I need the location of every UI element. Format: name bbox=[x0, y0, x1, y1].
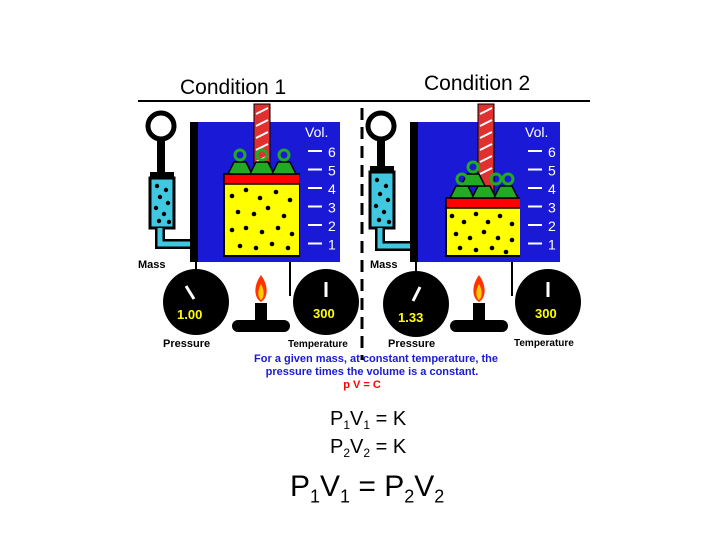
pressure-label-1: Pressure bbox=[163, 338, 210, 350]
mass-label-1: Mass bbox=[138, 259, 166, 271]
temperature-label-1: Temperature bbox=[288, 339, 348, 350]
scale-label: 2 bbox=[548, 218, 556, 234]
weight-2c bbox=[492, 185, 520, 199]
pressure-gauge-2 bbox=[383, 271, 449, 337]
pressure-value-2: 1.33 bbox=[398, 310, 423, 325]
pressure-gauge-1 bbox=[163, 269, 229, 335]
boyles-law-equation: P1V1 = P2V2 bbox=[290, 470, 445, 507]
scale-label: 5 bbox=[328, 163, 336, 179]
caption-formula: p V = C bbox=[343, 379, 381, 391]
pressure-value-1: 1.00 bbox=[177, 307, 202, 322]
temperature-value-1: 300 bbox=[313, 306, 335, 321]
scale-label: 1 bbox=[328, 237, 336, 253]
temperature-value-2: 300 bbox=[535, 306, 557, 321]
scale-label: 3 bbox=[328, 200, 336, 216]
burner-base-2 bbox=[450, 320, 508, 332]
burner-base-1 bbox=[232, 320, 290, 332]
vol-label-2: Vol. bbox=[525, 124, 548, 140]
temperature-gauge-2 bbox=[515, 269, 581, 335]
pressure-needle-1 bbox=[184, 285, 196, 300]
weight-1b bbox=[248, 161, 276, 175]
heading-underline bbox=[138, 100, 590, 102]
weight-2b bbox=[470, 185, 498, 199]
equation-condition-1: P1V1 = K bbox=[330, 408, 407, 433]
temperature-label-2: Temperature bbox=[514, 338, 574, 349]
gas-chamber-1 bbox=[223, 179, 301, 257]
scale-label: 2 bbox=[328, 218, 336, 234]
pressure-label-2: Pressure bbox=[388, 338, 435, 350]
weight-1c bbox=[270, 161, 298, 175]
temperature-gauge-1 bbox=[293, 269, 359, 335]
vol-label-1: Vol. bbox=[305, 124, 328, 140]
scale-label: 6 bbox=[328, 144, 336, 160]
caption-line-2: pressure times the volume is a constant. bbox=[266, 366, 479, 378]
condition-2-heading: Condition 2 bbox=[424, 72, 531, 95]
weight-1a bbox=[226, 161, 254, 175]
scale-label: 6 bbox=[548, 144, 556, 160]
condition-1-heading: Condition 1 bbox=[180, 76, 287, 99]
piston-2 bbox=[445, 197, 523, 209]
manometer-bulb-2 bbox=[365, 110, 397, 142]
equation-condition-2: P2V2 = K bbox=[330, 436, 407, 461]
mass-tube-2 bbox=[368, 170, 396, 230]
scale-label: 1 bbox=[548, 237, 556, 253]
apparatus-2: Vol. 6 5 4 3 2 1 Mass 1.33 Pressure 300 Tempe… bbox=[365, 103, 581, 350]
manometer-stem-1 bbox=[157, 139, 165, 173]
scale-label: 4 bbox=[328, 181, 336, 197]
caption-line-1: For a given mass, at constant temperatur… bbox=[254, 353, 498, 365]
mass-label-2: Mass bbox=[370, 259, 398, 271]
volume-scale-2: 6 5 4 3 2 1 bbox=[528, 144, 556, 253]
apparatus-1: Vol. 6 5 4 3 2 1 Mass 1.00 Pressure 300 Tempe… bbox=[138, 103, 359, 350]
manometer-bulb-1 bbox=[145, 110, 177, 142]
scale-label: 5 bbox=[548, 163, 556, 179]
volume-scale-1: 6 5 4 3 2 1 bbox=[308, 144, 336, 253]
scale-label: 4 bbox=[548, 181, 556, 197]
pressure-needle-2 bbox=[411, 286, 422, 302]
piston-1 bbox=[223, 173, 301, 185]
scale-label: 3 bbox=[548, 200, 556, 216]
